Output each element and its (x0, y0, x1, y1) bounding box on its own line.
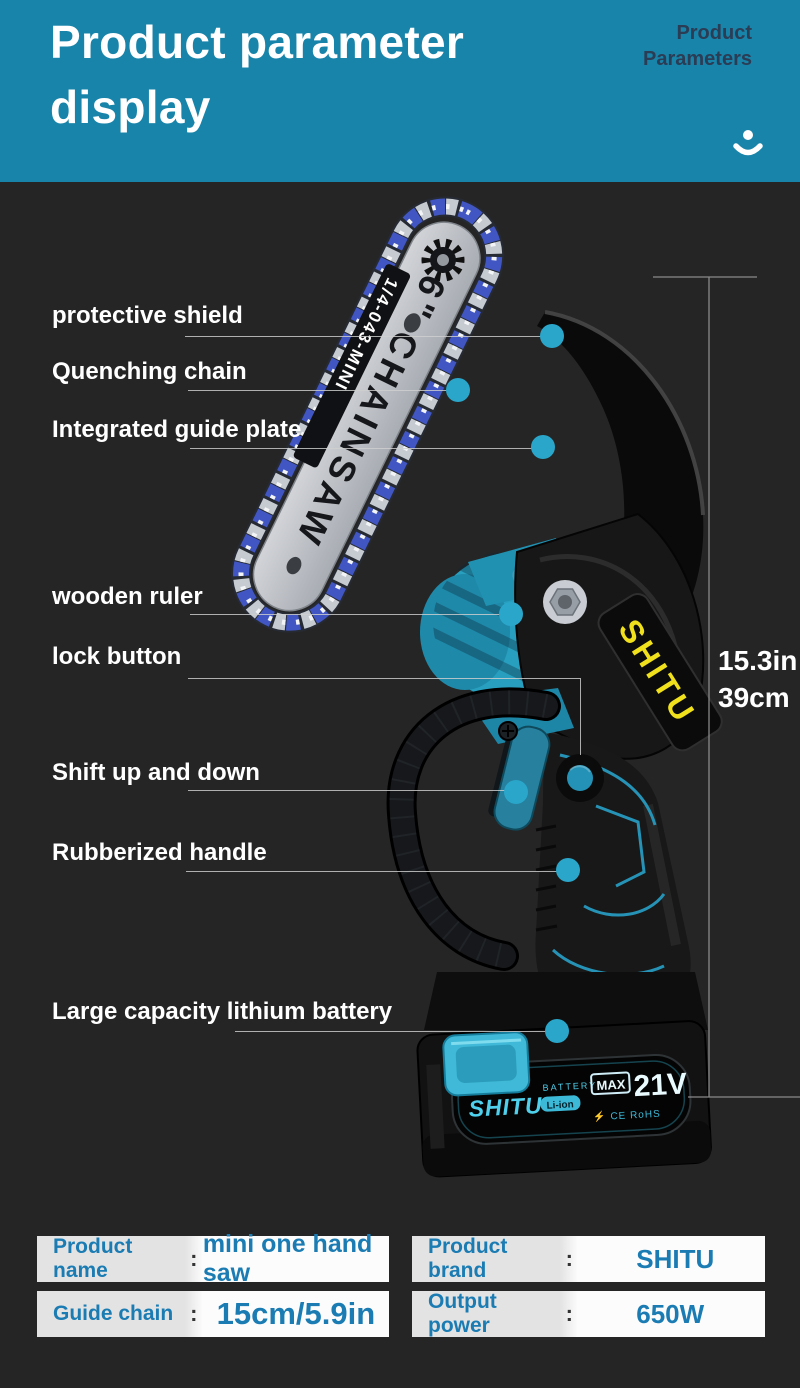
battery-type-text: BATTERY (542, 1080, 597, 1093)
page-title: Product parameter display (50, 16, 465, 134)
callout-line (190, 448, 543, 449)
lock-button-part (556, 754, 604, 802)
callout-dot (531, 435, 555, 459)
spec-colon: : (184, 1236, 203, 1282)
dimension-inches: 15.3in (718, 645, 798, 676)
header-banner: Product parameter display Product Parame… (0, 0, 800, 182)
spec-row-product-brand: Product brand : SHITU (412, 1235, 765, 1282)
callout-lock-button: lock button (52, 643, 182, 670)
spec-row-product-name: Product name : mini one hand saw (37, 1230, 389, 1287)
hex-bolt-icon (543, 580, 587, 624)
callout-dot (499, 602, 523, 626)
callout-line (188, 390, 458, 391)
callout-dot (556, 858, 580, 882)
battery-certs-text: ⚡ CE RoHS (593, 1107, 661, 1124)
spec-value: SHITU (578, 1236, 765, 1282)
battery-pack: SHITU BATTERY Li-ion MAX 21V ⚡ CE RoHS (416, 972, 712, 1178)
callout-integrated-guide-plate: Integrated guide plate (52, 416, 302, 443)
callout-dot (540, 324, 564, 348)
spec-value: 650W (578, 1291, 765, 1337)
spec-colon: : (560, 1236, 579, 1282)
spec-row-guide-chain: Guide chain : 15cm/5.9in (37, 1291, 389, 1337)
sprocket-icon (421, 238, 465, 282)
corner-label: Product Parameters (643, 22, 752, 71)
battery-chemistry-text: Li-ion (546, 1099, 574, 1111)
battery-max-text: MAX (596, 1077, 626, 1094)
spec-row-output-power: Output power : 650W (412, 1290, 765, 1337)
bar-hole (403, 313, 421, 333)
brand-plate (597, 593, 723, 752)
callout-line (185, 336, 552, 337)
spec-label: Output power (412, 1290, 561, 1337)
dimension-lines (653, 276, 800, 1098)
callout-dot (446, 378, 470, 402)
clutch-cover: SHITU (514, 512, 723, 760)
callout-protective-shield: protective shield (52, 302, 243, 329)
callout-line (186, 871, 568, 872)
screw-icon (498, 721, 518, 741)
callout-rubberized-handle: Rubberized handle (52, 839, 267, 866)
spec-value: 15cm/5.9in (202, 1291, 389, 1337)
chevron-down-icon (733, 130, 763, 156)
battery-brand-text: SHITU (468, 1092, 544, 1122)
callout-wooden-ruler: wooden ruler (52, 583, 203, 610)
dimension-centimeters: 39cm (718, 682, 790, 713)
battery-voltage-text: 21V (633, 1067, 688, 1103)
callout-line (188, 678, 580, 679)
callout-line (580, 678, 581, 755)
callout-line (188, 790, 516, 791)
callout-dot (504, 780, 528, 804)
callout-shift-up-down: Shift up and down (52, 759, 260, 786)
spec-table-left: Product name : mini one hand saw Guide c… (37, 1230, 389, 1346)
callout-dot (545, 1019, 569, 1043)
bar-model-plate (293, 264, 411, 468)
callout-quenching-chain: Quenching chain (52, 358, 247, 385)
spec-colon: : (184, 1291, 203, 1337)
spec-label: Guide chain (37, 1291, 185, 1337)
spec-value: mini one hand saw (202, 1230, 389, 1287)
callout-lithium-battery: Large capacity lithium battery (52, 998, 393, 1025)
spec-colon: : (560, 1291, 579, 1337)
spec-label: Product brand (412, 1235, 561, 1282)
spec-table-right: Product brand : SHITU Output power : 650… (412, 1235, 765, 1346)
spec-label: Product name (37, 1235, 185, 1282)
callout-line (190, 614, 511, 615)
bar-hole (286, 556, 302, 575)
front-handle-part (386, 687, 561, 971)
callout-line (235, 1031, 557, 1032)
